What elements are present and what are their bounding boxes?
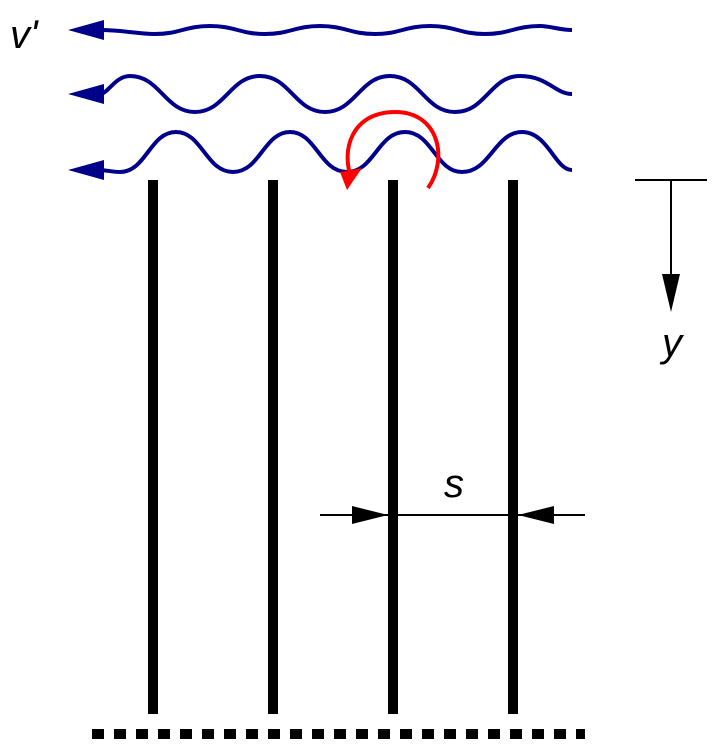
velocity-label: v'	[10, 13, 39, 57]
vortex-group	[340, 109, 441, 190]
wave-bottom-arrowhead	[68, 160, 104, 180]
y-axis-arrowhead	[662, 274, 680, 312]
wave-bottom	[99, 129, 573, 175]
wave-top	[99, 23, 573, 37]
y-axis-indicator	[635, 179, 707, 312]
wave-middle-arrowhead	[68, 84, 104, 104]
spacing-arrow-right	[518, 506, 554, 524]
vortex-arrowhead	[340, 168, 362, 190]
y-axis-label: y	[659, 321, 685, 365]
spacing-arrow-left	[352, 506, 388, 524]
wave-top-arrowhead	[68, 20, 104, 40]
wave-middle	[99, 73, 573, 115]
wave-group	[68, 20, 573, 180]
spacing-label: s	[444, 462, 464, 506]
spacing-dimension	[320, 506, 585, 524]
vortex-arc	[345, 109, 441, 190]
plates-group	[148, 180, 518, 714]
